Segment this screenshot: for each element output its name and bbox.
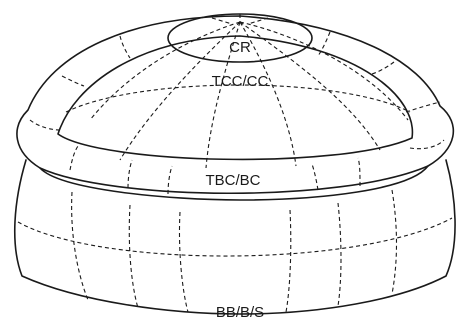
- ring-section: [311, 163, 319, 191]
- ring-section: [409, 139, 445, 150]
- base-meridian: [391, 189, 398, 295]
- base-meridian: [178, 211, 189, 313]
- ring-section: [61, 75, 85, 87]
- dome-meridian: [239, 21, 409, 121]
- base-meridian: [337, 202, 342, 307]
- ring-section: [69, 145, 79, 171]
- ring-section: [371, 61, 395, 75]
- base-outline: [14, 159, 456, 315]
- ring-section: [127, 159, 133, 189]
- ring-outer-edge: [16, 15, 455, 195]
- ring-section: [405, 101, 441, 113]
- base-body: [14, 159, 456, 315]
- ring-band: [16, 15, 455, 201]
- label-cr: CR: [229, 39, 251, 56]
- dome-latitude: [65, 84, 411, 113]
- label-tcc-cc: TCC/CC: [212, 73, 269, 90]
- base-meridian: [128, 204, 139, 309]
- ring-inner-edge: [57, 35, 414, 161]
- ring-section: [317, 31, 331, 57]
- label-tbc-bc: TBC/BC: [205, 172, 260, 189]
- base-latitude: [17, 217, 453, 257]
- base-meridian: [285, 209, 292, 313]
- dome-meridian: [239, 21, 381, 151]
- ring-lower-rim: [39, 165, 429, 201]
- cap-meridian: [247, 17, 269, 25]
- ring-section: [119, 35, 131, 59]
- dome-meridian: [119, 21, 241, 161]
- dome-meridian: [89, 21, 241, 121]
- upper-dome: [65, 21, 411, 169]
- label-bb-b-s: BB/B/S: [216, 304, 264, 320]
- top-cap: [167, 13, 313, 63]
- ring-section: [357, 157, 361, 187]
- cap-meridian: [211, 17, 233, 25]
- ring-section: [29, 119, 61, 131]
- base-meridian: [71, 191, 89, 301]
- dome-meridian: [205, 21, 241, 169]
- ring-section: [167, 165, 173, 195]
